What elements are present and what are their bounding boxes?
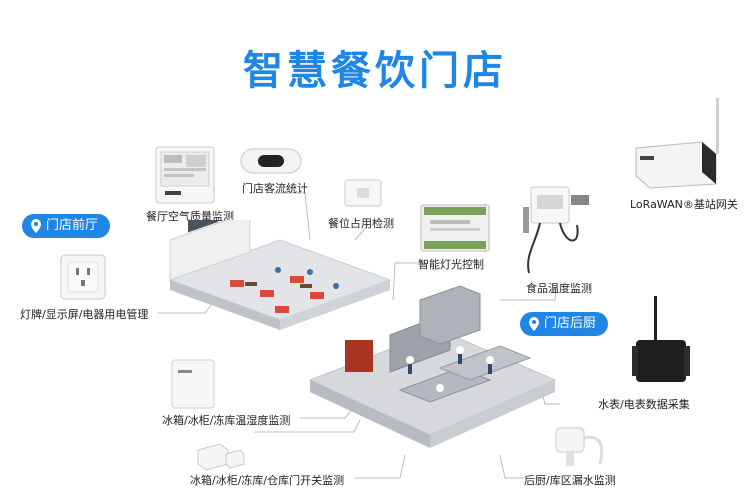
leak-sensor-device xyxy=(555,427,604,466)
seat-occupancy-label: 餐位占用检测 xyxy=(328,217,394,230)
power-mgmt-label: 灯牌/显示屏/电器用电管理 xyxy=(20,308,149,321)
zone-front-label: 门店前厅 xyxy=(46,218,99,233)
zone-front-badge: 门店前厅 xyxy=(22,214,111,238)
restaurant-isometric-scene xyxy=(168,220,557,448)
meter-collector-device xyxy=(632,296,690,382)
light-control-label: 智能灯光控制 xyxy=(418,258,484,271)
light-controller-device xyxy=(420,204,490,252)
people-counter-device xyxy=(240,148,302,174)
gateway-label: LoRaWAN®基站网关 xyxy=(630,198,738,211)
door-sensor-label: 冰箱/冰柜/冻库/仓库门开关监测 xyxy=(190,474,345,487)
seat-occupancy-sensor-device xyxy=(344,179,382,207)
air-quality-sensor-device xyxy=(155,146,215,204)
location-pin-icon xyxy=(31,219,41,233)
meter-label: 水表/电表数据采集 xyxy=(598,398,690,411)
page-title: 智慧餐饮门店 xyxy=(243,48,507,94)
sofa-group xyxy=(230,276,324,313)
zone-kitchen-label: 门店后厨 xyxy=(544,316,597,331)
people-count-label: 门店客流统计 xyxy=(242,182,308,195)
zone-kitchen-badge: 门店后厨 xyxy=(520,312,609,336)
food-temp-sensor-device xyxy=(523,186,589,274)
door-sensor-device xyxy=(197,443,245,471)
leak-label: 后厨/库区漏水监测 xyxy=(524,474,616,487)
fridge-temp-label: 冰箱/冰柜/冻库温湿度监测 xyxy=(162,414,291,427)
fridge-temp-sensor-device xyxy=(171,359,215,409)
lorawan-gateway-device xyxy=(635,98,719,189)
smart-socket-device xyxy=(60,254,106,300)
location-pin-icon xyxy=(529,317,539,331)
food-temp-label: 食品温度监测 xyxy=(526,282,592,295)
